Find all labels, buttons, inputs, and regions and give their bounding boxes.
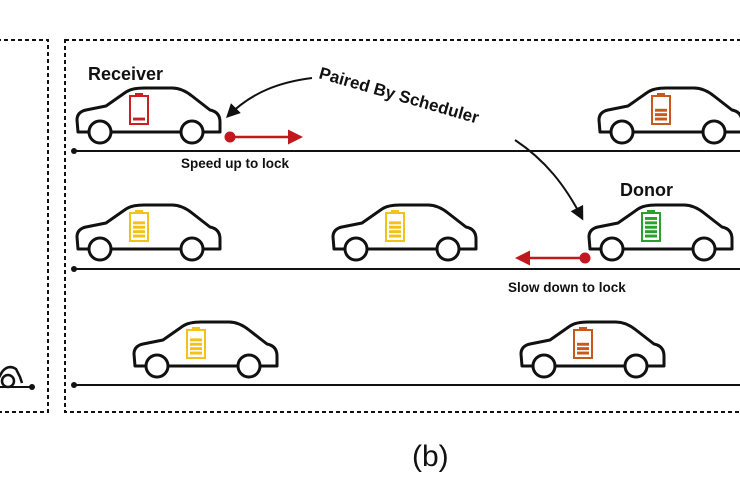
paired-by-scheduler-label: Paired By Scheduler [317, 64, 482, 128]
figure-caption: (b) [412, 440, 449, 473]
battery-level-segment [190, 342, 202, 346]
road-lane-3 [71, 382, 740, 388]
wheel-icon [609, 119, 635, 145]
battery-level-segment [133, 225, 145, 229]
battery-level-segment [645, 217, 657, 220]
wheel-icon [691, 236, 717, 262]
wheel-icon [179, 236, 205, 262]
battery-level-segment [133, 221, 145, 225]
car-donor [587, 203, 734, 262]
battery-cap-icon [579, 327, 587, 330]
battery-cap-icon [391, 210, 399, 213]
wheel-icon [179, 119, 205, 145]
car-lane2-mid [331, 203, 478, 262]
battery-level-segment [645, 234, 657, 238]
battery-level-segment [133, 230, 145, 234]
battery-level-segment [577, 347, 589, 351]
battery-cap-icon [192, 327, 200, 330]
speed-up-arrow [224, 129, 303, 145]
battery-level-segment [655, 113, 667, 117]
donor-label: Donor [620, 180, 673, 200]
car-receiver [75, 86, 222, 145]
battery-level-segment [133, 234, 145, 238]
battery-cap-icon [135, 93, 143, 96]
slow-down-label: Slow down to lock [508, 280, 626, 295]
cars-layer [75, 86, 740, 379]
battery-level-segment [577, 351, 589, 355]
wheel-icon [144, 353, 170, 379]
paired-arrow-to-receiver [226, 77, 313, 118]
battery-level-segment [645, 225, 657, 229]
battery-level-segment [133, 117, 145, 121]
battery-level-segment [389, 221, 401, 225]
battery-level-segment [645, 230, 657, 234]
battery-level-segment [577, 342, 589, 346]
road-lane-2 [71, 266, 740, 272]
car-lane1-right [597, 86, 740, 145]
battery-cap-icon [647, 210, 655, 213]
wheel-icon [701, 119, 727, 145]
car-lane2-left [75, 203, 222, 262]
battery-level-segment [655, 108, 667, 112]
car-lane3-left [132, 320, 279, 379]
road-lane-1 [71, 148, 740, 154]
wheel-icon [343, 236, 369, 262]
wheel-icon [435, 236, 461, 262]
battery-level-segment [389, 225, 401, 229]
wheel-icon [87, 236, 113, 262]
battery-level-segment [645, 221, 657, 225]
speed-up-label: Speed up to lock [181, 156, 290, 171]
paired-arrow-to-donor [514, 139, 584, 221]
receiver-label: Receiver [88, 64, 163, 84]
wheel-icon [87, 119, 113, 145]
wheel-icon [623, 353, 649, 379]
left-road-dot [29, 384, 35, 390]
battery-cap-icon [657, 93, 665, 96]
wheel-icon [531, 353, 557, 379]
battery-level-segment [389, 234, 401, 238]
wheel-icon [236, 353, 262, 379]
battery-level-segment [389, 230, 401, 234]
slow-down-arrow [515, 250, 591, 266]
battery-level-segment [190, 347, 202, 351]
panel-b-border [64, 39, 740, 413]
left-panel-border [0, 39, 49, 413]
battery-level-segment [655, 117, 667, 121]
battery-level-segment [190, 351, 202, 355]
battery-cap-icon [135, 210, 143, 213]
battery-icon [129, 95, 149, 125]
car-lane3-right [519, 320, 666, 379]
battery-level-segment [190, 338, 202, 342]
left-partial-car-icon [0, 365, 24, 389]
wheel-icon [599, 236, 625, 262]
